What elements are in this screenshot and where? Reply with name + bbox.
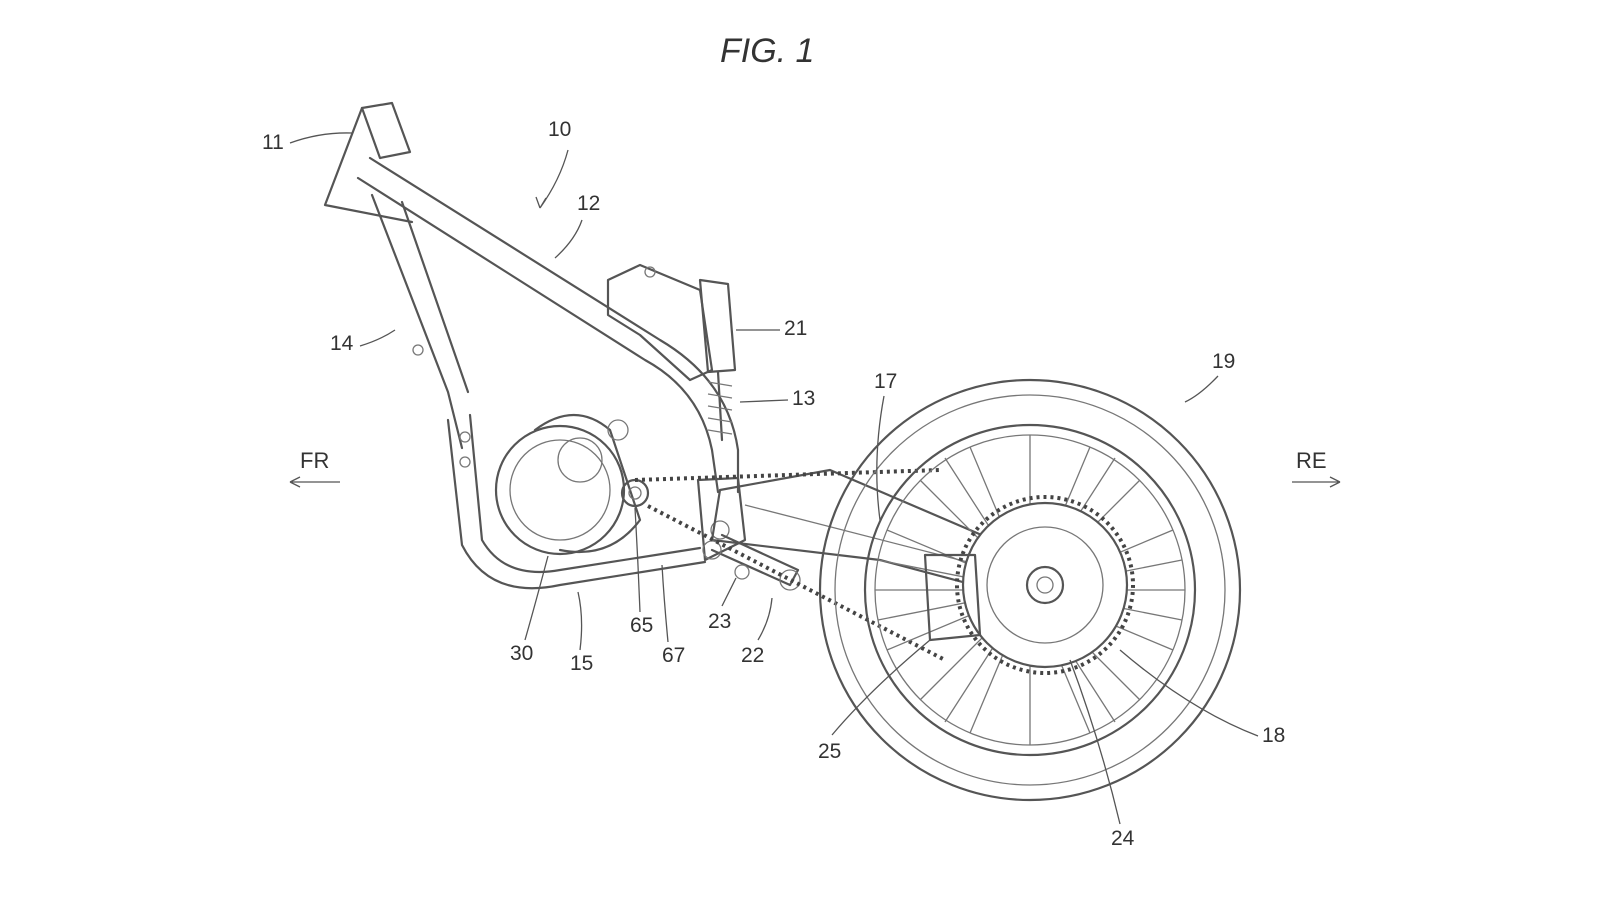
- swingarm-pivot: [710, 520, 730, 540]
- frame-bolt: [459, 431, 471, 443]
- ref-25-leader: [831, 639, 931, 736]
- ref-11: 11: [262, 131, 284, 154]
- motor-cover: [533, 413, 642, 554]
- ref-23: 23: [708, 610, 731, 633]
- ref-13: 13: [792, 387, 815, 410]
- pivot-plate: [696, 476, 747, 562]
- ref-19: 19: [1212, 350, 1235, 373]
- ref-17-leader: [876, 395, 885, 521]
- ref-65-leader: [634, 507, 641, 613]
- ref-25: 25: [818, 740, 841, 763]
- ref-22: 22: [741, 644, 764, 667]
- ref-21: 21: [784, 317, 807, 340]
- frame-bolt: [412, 344, 424, 356]
- sprocket-inner: [986, 526, 1104, 644]
- motor-boss: [557, 437, 603, 483]
- link-pivot: [734, 564, 750, 580]
- ref-24-leader: [1069, 659, 1121, 825]
- ref-30-leader: [524, 555, 549, 641]
- ref-14-leader: [359, 329, 396, 347]
- ref-10: 10: [548, 118, 571, 141]
- ref-18-leader: [1119, 649, 1259, 737]
- ref-12: 12: [577, 192, 600, 215]
- direction-front: FR: [289, 448, 340, 488]
- drive-sprocket-hub: [628, 486, 642, 500]
- linkage: [702, 533, 801, 591]
- controller-bolt: [644, 266, 656, 278]
- frame-bolt: [459, 456, 471, 468]
- ref-14: 14: [330, 332, 354, 355]
- ref-15-leader: [577, 591, 583, 651]
- under-frame: [446, 418, 707, 590]
- head-pipe: [360, 101, 412, 160]
- ref-11-leader: [289, 132, 353, 144]
- ref-19-leader: [1184, 375, 1219, 403]
- figure-title: FIG. 1: [720, 32, 814, 70]
- motor-boss-small: [607, 419, 629, 441]
- motor-unit: [494, 263, 714, 556]
- ref-15: 15: [570, 652, 593, 675]
- ref-22-leader: [757, 597, 773, 641]
- ref-65: 65: [630, 614, 653, 637]
- under-frame-inner: [468, 413, 702, 574]
- arrow-left-icon: [289, 476, 340, 488]
- arrow-right-icon: [1292, 476, 1341, 488]
- direction-rear-label: RE: [1296, 448, 1327, 473]
- shock-body: [716, 370, 724, 442]
- ref-24: 24: [1111, 827, 1135, 850]
- ref-17: 17: [874, 370, 897, 393]
- link-arm: [710, 533, 800, 587]
- ref-10-arrow: [535, 149, 569, 209]
- rear-tire-inner: [834, 394, 1226, 786]
- ref-67-leader: [661, 564, 669, 643]
- ref-13-leader: [739, 399, 789, 403]
- direction-rear: RE: [1292, 448, 1341, 488]
- shock-spring: [707, 381, 733, 435]
- down-tube-inner: [400, 200, 470, 394]
- main-frame-upper-outer: [368, 156, 740, 494]
- rear-shock: [698, 278, 737, 442]
- main-frame-upper: [356, 176, 720, 494]
- motor-housing: [494, 424, 626, 556]
- direction-front-label: FR: [300, 448, 329, 473]
- ref-18: 18: [1262, 724, 1285, 747]
- brake-caliper-bracket: [923, 553, 982, 642]
- controller-box: [606, 263, 714, 382]
- ref-30: 30: [510, 642, 533, 665]
- motor-inner-ring: [509, 439, 611, 541]
- ref-12-leader: [554, 219, 583, 259]
- drive-chain: [634, 468, 946, 662]
- main-frame: [323, 101, 747, 590]
- rear-wheel: [818, 378, 1242, 802]
- link-pivot: [779, 569, 801, 591]
- shock-reservoir: [698, 278, 737, 374]
- ref-23-leader: [721, 577, 737, 607]
- head-gusset: [323, 106, 414, 224]
- ref-67: 67: [662, 644, 685, 667]
- rear-axle: [1025, 565, 1065, 605]
- sprocket-chain-wrap: [955, 495, 1135, 675]
- down-tube-outer: [370, 193, 464, 450]
- rear-axle-center: [1036, 576, 1054, 594]
- rear-rim: [863, 423, 1197, 757]
- rear-tire: [818, 378, 1242, 802]
- reference-numerals: 10 11 12 13 14 15 17 18 19 21 22 23 24 2…: [262, 118, 1285, 850]
